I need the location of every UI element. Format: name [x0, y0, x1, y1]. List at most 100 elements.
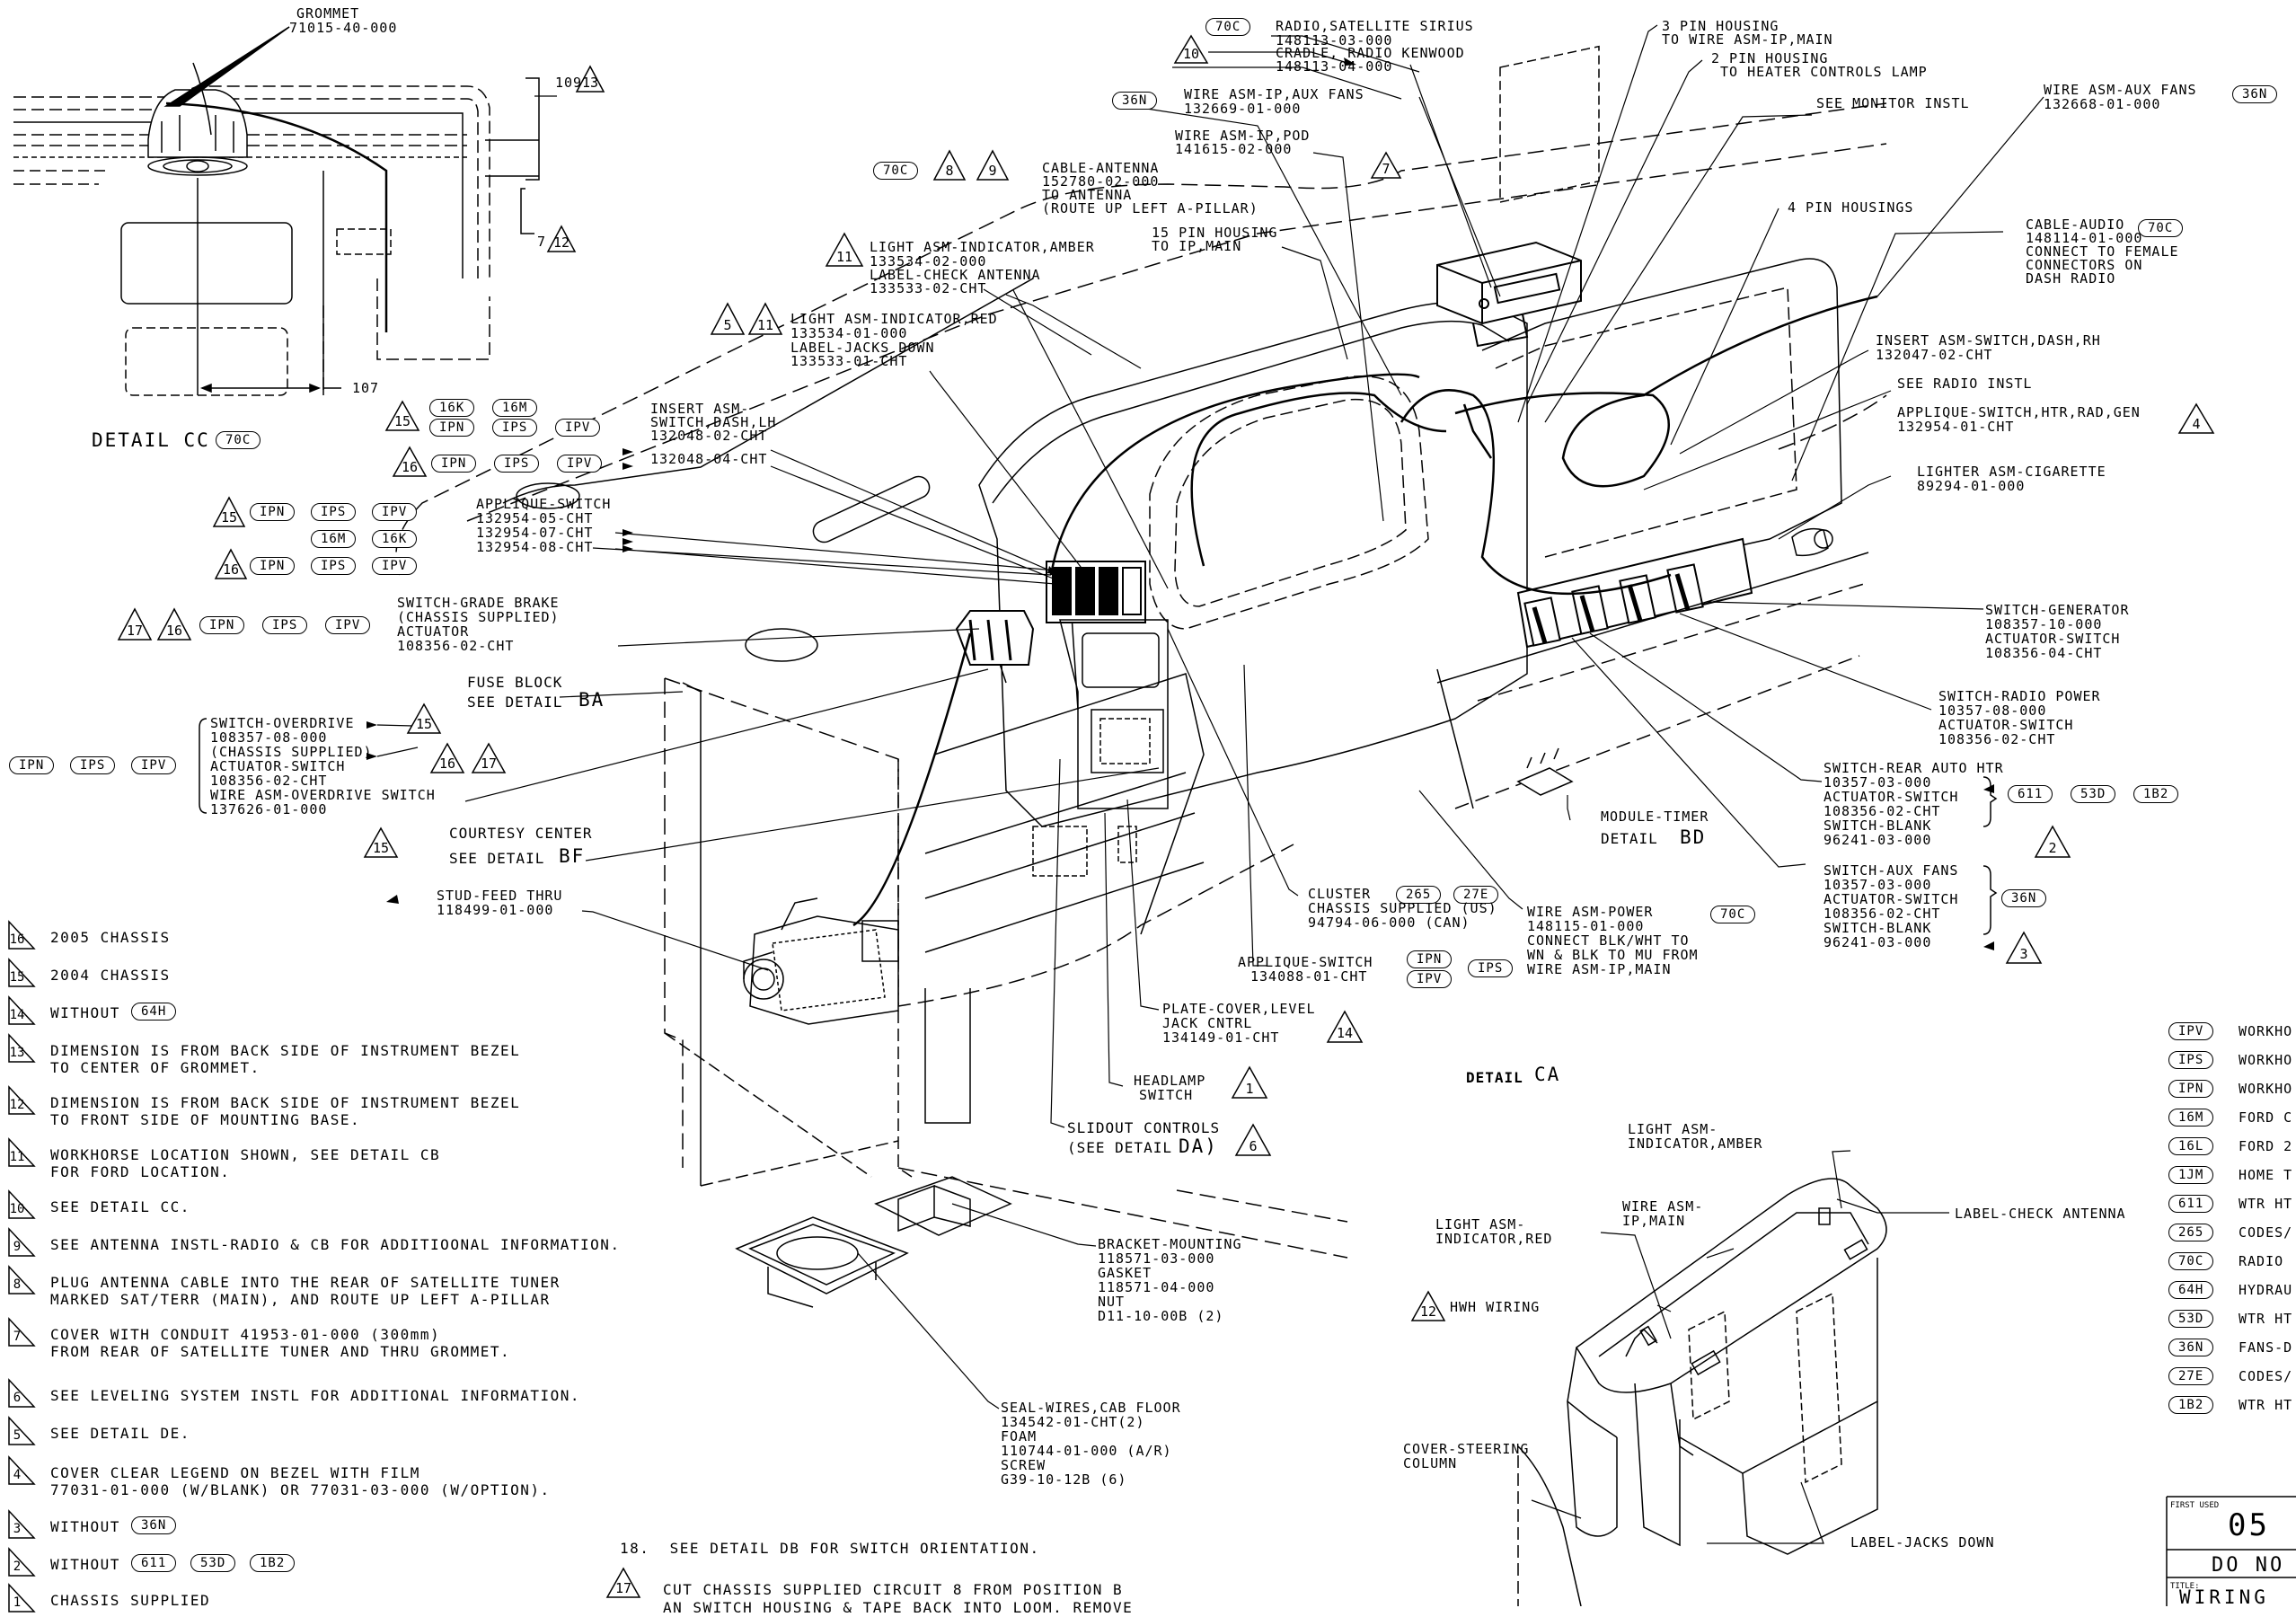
- switch-rear-label: SWITCH-REAR AUTO HTR: [1824, 760, 2004, 776]
- callout-triangle-15-label: 15: [393, 413, 411, 429]
- callout-triangle-17-label: 17: [614, 1580, 632, 1596]
- detail-bd-label: DETAIL: [1601, 830, 1658, 847]
- legend-code-ips: IPS: [2168, 1051, 2214, 1069]
- insert-lh-label: INSERT ASM-: [650, 401, 750, 417]
- gasket-pn: 118571-04-000: [1098, 1279, 1215, 1295]
- callout-triangle-7-label: 7: [1382, 161, 1391, 177]
- leader-lines: [165, 24, 2044, 1544]
- radio-sirius-label: RADIO,SATELLITE SIRIUS: [1276, 18, 1474, 34]
- note-number: 7: [13, 1330, 22, 1344]
- note-text: WORKHORSE LOCATION SHOWN, SEE DETAIL CB …: [50, 1146, 441, 1180]
- fuse-block-label: FUSE BLOCK: [467, 674, 563, 691]
- title-block-lines: [2166, 1496, 2296, 1606]
- option-pill-ipn: IPN: [250, 557, 296, 575]
- module-timer-label: MODULE-TIMER: [1601, 808, 1709, 825]
- callout-triangle-2: 2: [2034, 825, 2071, 859]
- note-text: WITHOUT: [50, 1518, 120, 1535]
- note-text: COVER CLEAR LEGEND ON BEZEL WITH FILM 77…: [50, 1464, 551, 1498]
- switch-aux-fans-label: SWITCH-AUX FANS: [1824, 862, 1959, 879]
- note-number: 6: [13, 1391, 22, 1405]
- option-pill-ips: IPS: [1468, 959, 1514, 977]
- bracket-pn: 118571-03-000: [1098, 1250, 1215, 1267]
- legend-description: WTR HT: [2239, 1311, 2293, 1327]
- note-text: 2005 CHASSIS: [50, 929, 171, 946]
- pin15-to-label: TO IP,MAIN: [1152, 238, 1242, 254]
- light-red-pn: 133534-01-000: [790, 325, 908, 341]
- callout-triangle-15: 15: [384, 400, 420, 432]
- callout-triangle-17-label: 17: [480, 755, 498, 772]
- option-pill-ipv: IPV: [372, 557, 418, 575]
- note-number: 16: [9, 932, 25, 947]
- legend-description: WTR HT: [2239, 1196, 2293, 1212]
- stud-feed-thru-label: STUD-FEED THRU: [437, 888, 563, 904]
- callout-triangle-1-label: 1: [1245, 1081, 1254, 1097]
- callout-triangle-16: 16: [214, 548, 248, 580]
- connect-line-1: CONNECT TO FEMALE: [2026, 243, 2179, 260]
- option-pill-1b2: 1B2: [250, 1554, 296, 1572]
- actuator-switch-pn: 108356-02-CHT: [210, 773, 328, 789]
- callout-triangle-10-label: 10: [1182, 46, 1200, 62]
- applique-htr-label: APPLIQUE-SWITCH,HTR,RAD,GEN: [1897, 404, 2141, 420]
- callout-triangle-16: 16: [429, 742, 465, 774]
- note-text: PLUG ANTENNA CABLE INTO THE REAR OF SATE…: [50, 1274, 561, 1308]
- label-check-antenna: LABEL-CHECK ANTENNA: [870, 267, 1041, 283]
- do-not-label: DO NO: [2212, 1554, 2285, 1577]
- callout-triangle-11-label: 11: [756, 317, 774, 333]
- option-pill-27e: 27E: [1453, 886, 1499, 904]
- legend-description: FORD 2: [2239, 1138, 2293, 1154]
- note-number: 5: [13, 1428, 22, 1443]
- option-pill-265: 265: [1396, 886, 1442, 904]
- cb-wire-ip-label: WIRE ASM-: [1622, 1198, 1704, 1215]
- plate-cover-label-2: JACK CNTRL: [1162, 1015, 1253, 1031]
- callout-triangle-11: 11: [825, 232, 864, 268]
- callout-triangle-5: 5: [710, 302, 746, 336]
- switch-radio-actuator: ACTUATOR-SWITCH: [1938, 717, 2074, 733]
- switch-generator-actuator: ACTUATOR-SWITCH: [1985, 631, 2121, 647]
- note-17-line-2: AN SWITCH HOUSING & TAPE BACK INTO LOOM.…: [663, 1599, 1134, 1616]
- option-pill-ipv: IPV: [131, 756, 177, 774]
- note-number: 13: [9, 1046, 25, 1060]
- note-number-triangle: 16: [5, 920, 36, 950]
- legend-description: HOME T: [2239, 1167, 2293, 1183]
- cb-cover-steering-2: COLUMN: [1403, 1455, 1458, 1471]
- option-pill-ips: IPS: [311, 557, 357, 575]
- note-text: SEE ANTENNA INSTL-RADIO & CB FOR ADDITIO…: [50, 1236, 621, 1253]
- nut-label: NUT: [1098, 1294, 1126, 1310]
- note-text: 2004 CHASSIS: [50, 967, 171, 984]
- applique-pn-1: 132954-05-CHT: [476, 510, 594, 526]
- callout-triangle-2-label: 2: [2048, 840, 2057, 856]
- courtesy-center-label: COURTESY CENTER: [449, 825, 593, 842]
- callout-triangle-9-label: 9: [988, 163, 997, 179]
- legend-code-16l: 16L: [2168, 1137, 2214, 1155]
- note-number: 12: [9, 1098, 25, 1112]
- legend-code-1b2: 1B2: [2168, 1396, 2214, 1414]
- chassis-supplied-label: (CHASSIS SUPPLIED): [210, 744, 373, 760]
- callout-triangle-13-label: 13: [581, 75, 599, 91]
- note-number-triangle: 4: [5, 1455, 36, 1486]
- foam-pn: 110744-01-000 (A/R): [1001, 1443, 1172, 1459]
- legend-code-16m: 16M: [2168, 1109, 2214, 1127]
- pin3-to-label: TO WIRE ASM-IP,MAIN: [1662, 31, 1833, 48]
- option-pill-611: 611: [2008, 785, 2053, 803]
- legend-description: CODES/: [2239, 1368, 2293, 1384]
- note-number: 9: [13, 1240, 22, 1254]
- callout-triangle-12-label: 12: [552, 234, 570, 251]
- callout-triangle-17: 17: [471, 742, 507, 774]
- switch-blank-2-pn: 96241-03-000: [1824, 934, 1932, 950]
- callout-triangle-3: 3: [2005, 931, 2043, 965]
- detail-bf-ref: BF: [559, 845, 586, 867]
- callout-triangle-5-label: 5: [723, 317, 732, 333]
- note-number-triangle: 11: [5, 1137, 36, 1168]
- wire-power-line-2: WN & BLK TO MU FROM: [1527, 947, 1699, 963]
- switch-aux-fans-actuator: ACTUATOR-SWITCH: [1824, 891, 1959, 907]
- light-amber-label: LIGHT ASM-INDICATOR,AMBER: [870, 239, 1095, 255]
- option-pill-611: 611: [131, 1554, 177, 1572]
- legend-description: CODES/: [2239, 1224, 2293, 1241]
- legend-code-ipn: IPN: [2168, 1080, 2214, 1098]
- insert-rh-pn: 132047-02-CHT: [1876, 347, 1993, 363]
- legend-code-70c: 70C: [2168, 1252, 2214, 1270]
- callout-triangle-12: 12: [546, 225, 577, 253]
- note-text: SEE DETAIL DE.: [50, 1425, 190, 1442]
- option-pill-ipn: IPN: [429, 419, 475, 437]
- switch-radio-label: SWITCH-RADIO POWER: [1938, 688, 2101, 704]
